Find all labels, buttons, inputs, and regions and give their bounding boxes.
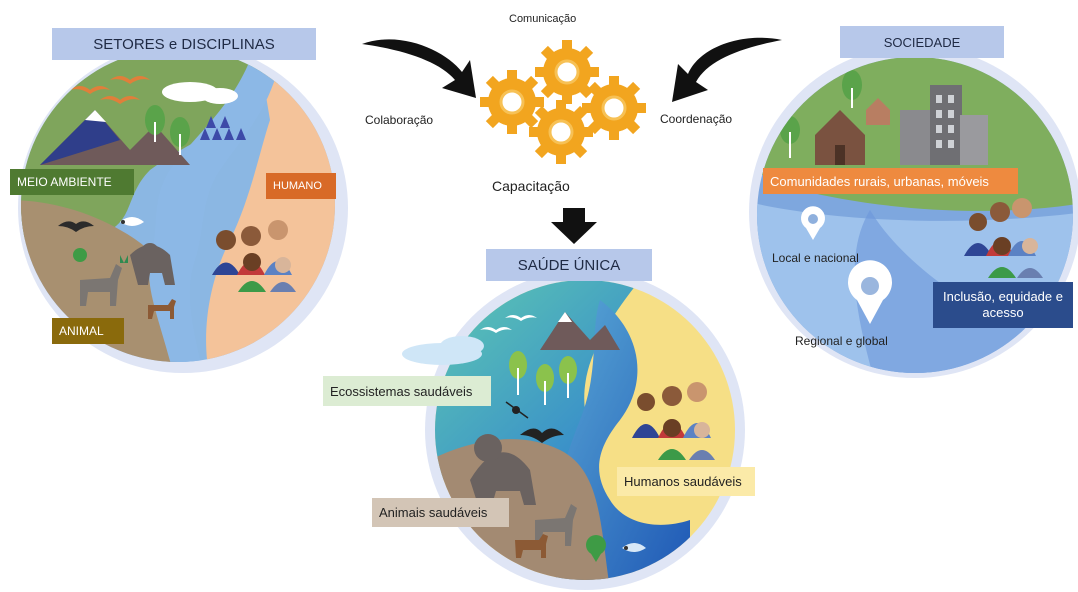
- arrow-left-icon: [362, 39, 476, 98]
- sectors-circle: [18, 43, 348, 373]
- human-tag: HUMANO: [266, 173, 336, 199]
- capacitation-label: Capacitação: [492, 178, 570, 194]
- animal-tag: ANIMAL: [52, 318, 124, 344]
- arrow-down-icon: [551, 208, 597, 244]
- coordination-label: Coordenação: [660, 112, 733, 126]
- collaboration-label: Colaboração: [365, 113, 434, 127]
- one-health-title: SAÚDE ÚNICA: [486, 249, 652, 281]
- communities-tag: Comunidades rurais, urbanas, móveis: [763, 168, 1018, 194]
- local-national-label: Local e nacional: [772, 251, 859, 265]
- regional-global-label: Regional e global: [795, 334, 888, 348]
- humans-tag: Humanos saudáveis: [617, 467, 755, 496]
- sectors-title: SETORES e DISCIPLINAS: [52, 28, 316, 60]
- environment-tag: MEIO AMBIENTE: [10, 169, 134, 195]
- inclusion-tag: Inclusão, equidade e acesso: [933, 282, 1073, 328]
- arrow-right-icon: [672, 37, 782, 102]
- society-circle: [749, 46, 1078, 378]
- gears: [480, 40, 646, 164]
- communication-label: Comunicação: [509, 13, 577, 25]
- society-title: SOCIEDADE: [840, 26, 1004, 58]
- one-health-circle: [402, 270, 745, 590]
- animals-tag: Animais saudáveis: [372, 498, 509, 527]
- ecosystems-tag: Ecossistemas saudáveis: [323, 376, 491, 406]
